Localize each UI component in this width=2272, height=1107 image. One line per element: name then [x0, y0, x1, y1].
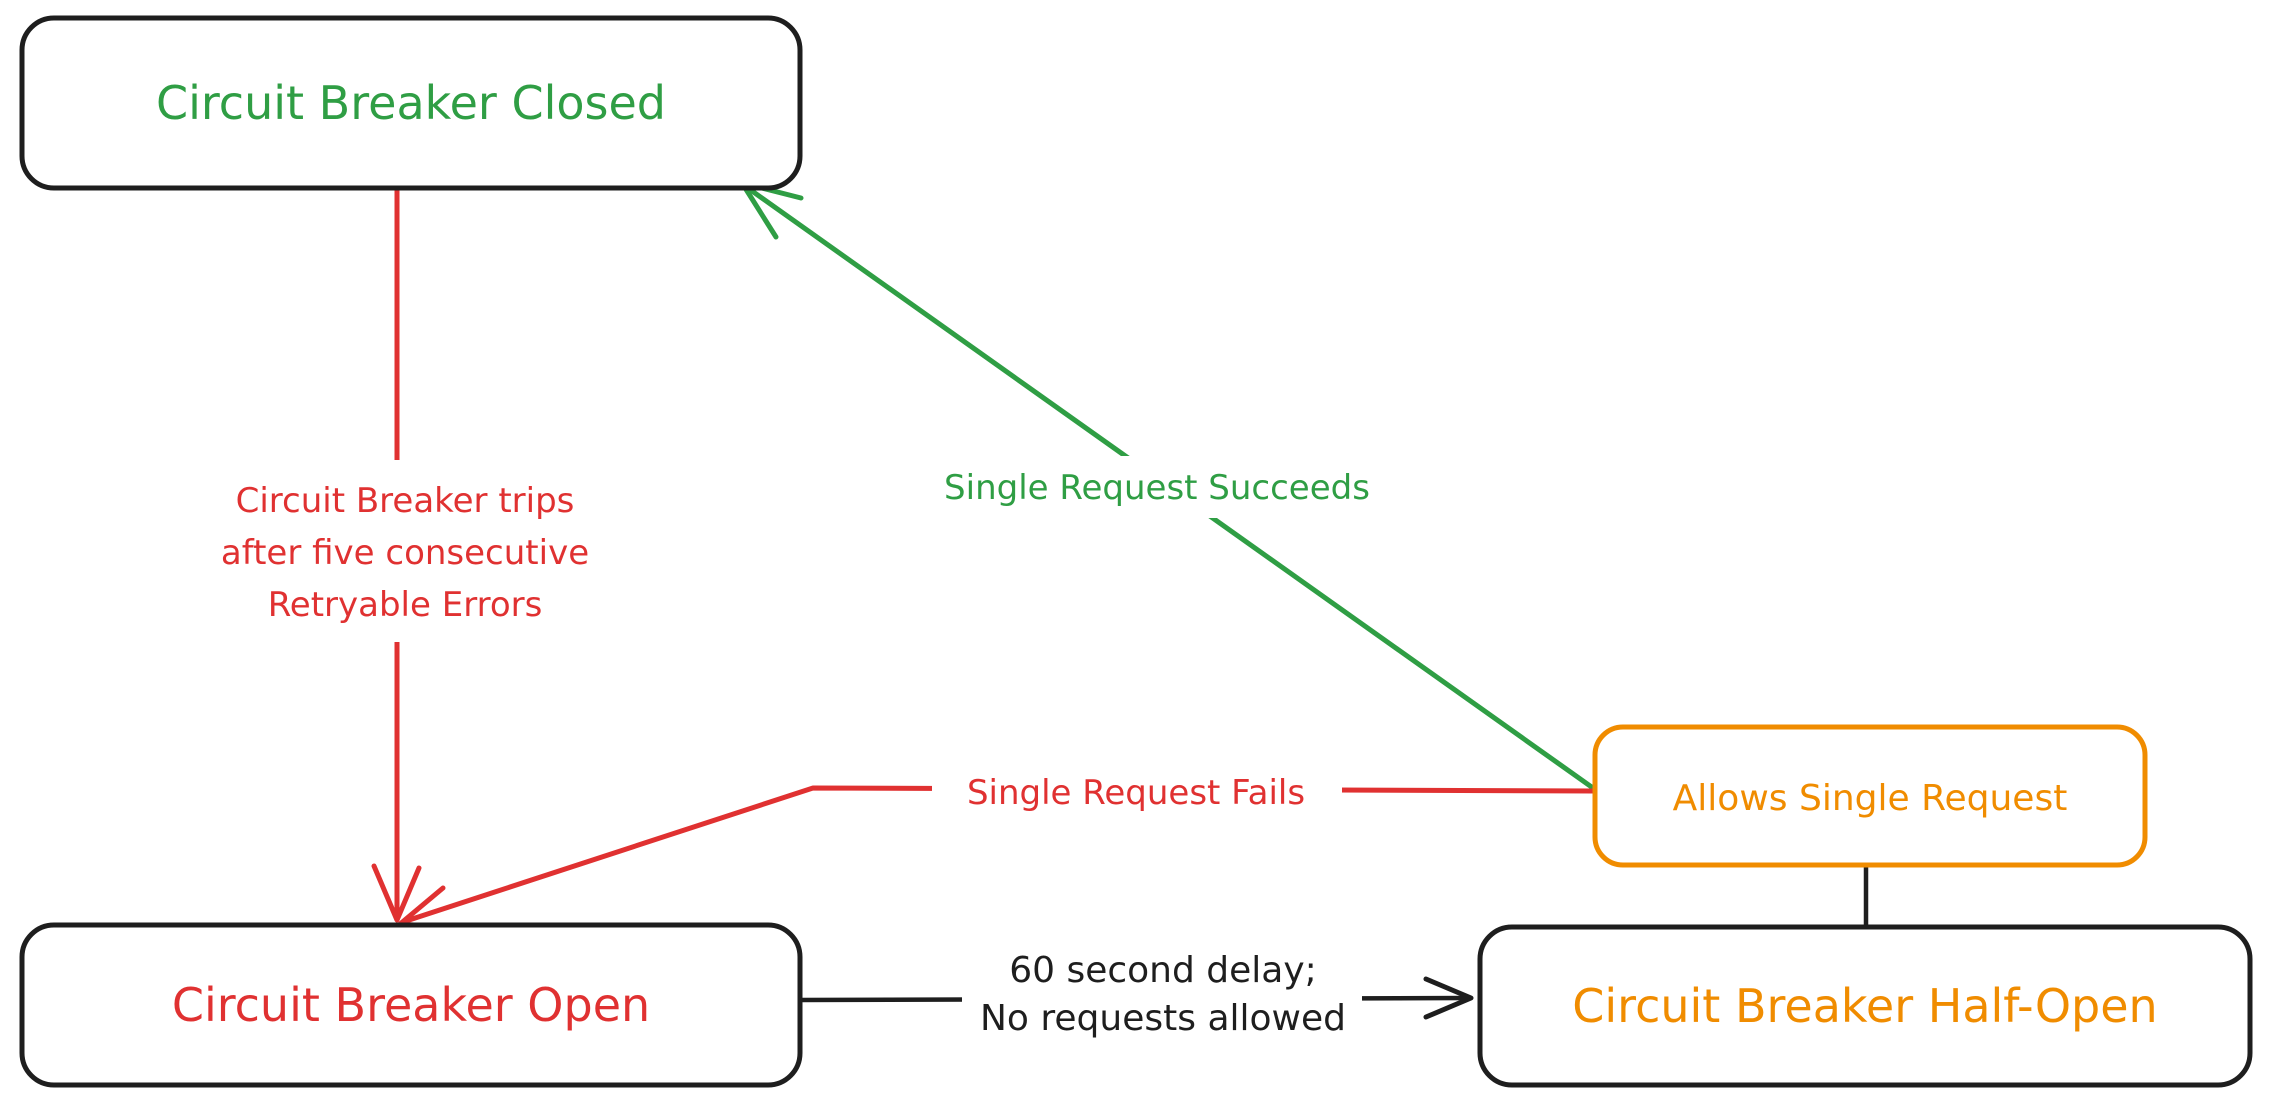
succeeds-label: Single Request Succeeds — [944, 468, 1370, 508]
delay-arrowhead — [1423, 976, 1474, 1020]
trip-arrowhead — [371, 863, 422, 923]
node-circuit-breaker-closed: Circuit Breaker Closed — [19, 15, 803, 191]
half-open-box — [1477, 924, 2253, 1088]
fails-label-mask — [932, 762, 1342, 822]
trip-label-mask — [178, 460, 633, 642]
succeeds-label-mask — [902, 456, 1412, 518]
fails-label: Single Request Fails — [967, 773, 1305, 813]
trip-label: Circuit Breaker trips after five consecu… — [221, 481, 589, 625]
half-open-box-label: Circuit Breaker Half-Open — [1572, 979, 2157, 1033]
delay-label-mask — [962, 936, 1362, 1048]
closed-box — [19, 15, 803, 191]
node-circuit-breaker-half-open: Circuit Breaker Half-Open — [1477, 924, 2253, 1088]
delay-label-line-1: 60 second delay; — [1009, 950, 1317, 991]
trip-label-line-1: Circuit Breaker trips — [236, 481, 575, 521]
delay-label-line-2: No requests allowed — [980, 998, 1346, 1039]
delay-label: 60 second delay; No requests allowed — [980, 950, 1346, 1039]
open-box — [19, 922, 803, 1088]
trip-label-line-3: Retryable Errors — [268, 585, 543, 625]
node-circuit-breaker-open: Circuit Breaker Open — [19, 922, 803, 1088]
allows-single-request-label: Allows Single Request — [1673, 778, 2068, 819]
trip-label-line-2: after five consecutive — [221, 533, 589, 573]
closed-box-label: Circuit Breaker Closed — [156, 76, 666, 130]
node-allows-single-request: Allows Single Request — [1592, 724, 2148, 868]
allows-single-request-box — [1592, 724, 2148, 868]
open-box-label: Circuit Breaker Open — [172, 978, 650, 1032]
